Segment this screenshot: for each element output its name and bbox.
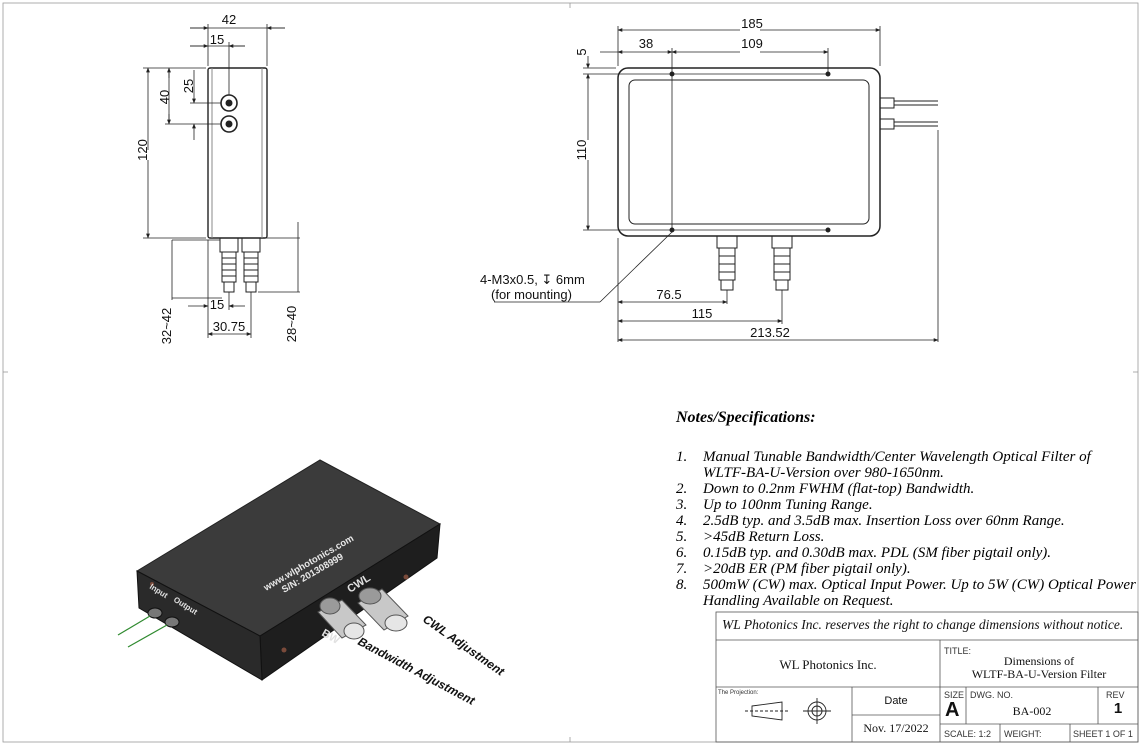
device-left-face — [136, 570, 263, 681]
cwl-knob — [357, 587, 409, 632]
side-view-labels: 42 15 25 40 120 15 30.75 32~42 28~40 — [135, 12, 299, 344]
list-item: 2.Down to 0.2nm FWHM (flat-top) Bandwidt… — [676, 481, 975, 497]
title-block-title-line2: WLTF-BA-U-Version Filter — [971, 667, 1107, 681]
dim-110: 110 — [574, 140, 589, 161]
list-item: 8.500mW (CW) max. Optical Input Power. U… — [676, 577, 1136, 609]
top-view-labels: 185 38 109 5 110 76.5 115 213.52 4-M3x0.… — [480, 16, 790, 340]
side-view — [207, 67, 268, 293]
title-block-size-value: A — [945, 699, 960, 721]
fiber-ports — [117, 607, 180, 648]
projection-symbol-icon — [745, 698, 831, 724]
notes-title: Notes/Specifications: — [676, 409, 816, 426]
dim-76-5: 76.5 — [656, 287, 681, 302]
list-item: 5.>45dB Return Loss. — [676, 529, 825, 545]
mount-note-line2: (for mounting) — [491, 287, 572, 302]
dim-15-top: 15 — [210, 32, 224, 47]
dim-185: 185 — [741, 16, 763, 31]
title-block-dwg-label: DWG. NO. — [970, 690, 1013, 700]
dim-42: 42 — [222, 12, 236, 27]
title-block-sheet: SHEET 1 OF 1 — [1073, 729, 1133, 739]
dim-38: 38 — [639, 36, 653, 51]
dim-120: 120 — [135, 139, 150, 161]
title-block-projection-label: The Projection: — [718, 690, 759, 696]
list-item: 6.0.15dB typ. and 0.30dB max. PDL (SM fi… — [676, 545, 1052, 561]
notes-list: 1.Manual Tunable Bandwidth/Center Wavele… — [676, 449, 1136, 609]
dim-25: 25 — [181, 79, 196, 93]
dim-115: 115 — [692, 306, 713, 321]
top-view — [617, 67, 938, 291]
list-item: 1.Manual Tunable Bandwidth/Center Wavele… — [676, 449, 1091, 481]
title-block-scale: SCALE: 1:2 — [944, 729, 992, 739]
title-block-title-label: TITLE: — [944, 646, 972, 656]
title-block-date-value: Nov. 17/2022 — [863, 721, 929, 735]
dim-213-52: 213.52 — [750, 325, 790, 340]
cwl-adjustment-label: CWL Adjustment — [420, 612, 507, 679]
title-block-date-label: Date — [884, 695, 908, 707]
title-block-rev-value: 1 — [1113, 700, 1123, 717]
title-block-frame — [715, 611, 1139, 743]
title-block-weight: WEIGHT: — [1004, 729, 1042, 739]
dim-15-bottom: 15 — [210, 297, 224, 312]
dim-30-75: 30.75 — [213, 319, 246, 334]
title-block-disclaimer: WL Photonics Inc. reserves the right to … — [722, 617, 1124, 632]
notes-specifications: Notes/Specifications: 1.Manual Tunable B… — [676, 409, 1136, 609]
title-block-rev-label: REV — [1106, 690, 1125, 700]
list-item: 3.Up to 100nm Tuning Range. — [676, 497, 873, 513]
dim-5: 5 — [574, 48, 589, 55]
dim-109: 109 — [741, 36, 763, 51]
mount-note-line1: 4-M3x0.5, ↧ 6mm — [480, 272, 585, 287]
dim-28-40: 28~40 — [284, 306, 299, 343]
title-block-dwg-value: BA-002 — [1012, 704, 1052, 718]
title-block-size-label: SIZE — [944, 690, 965, 700]
product-3d-view: www.wlphotonics.com S/N: 201308999 Input… — [117, 459, 508, 708]
list-item: 7.>20dB ER (PM fiber pigtail only). — [676, 561, 911, 577]
top-view-dimensions — [494, 26, 939, 342]
bw-knob — [317, 597, 367, 640]
title-block-company: WL Photonics Inc. — [779, 657, 877, 672]
dim-40: 40 — [157, 90, 172, 104]
dim-32-42: 32~42 — [159, 308, 174, 345]
title-block-title-line1: Dimensions of — [1003, 654, 1075, 668]
side-view-dimensions — [143, 24, 300, 338]
list-item: 4.2.5dB typ. and 3.5dB max. Insertion Lo… — [676, 513, 1065, 529]
